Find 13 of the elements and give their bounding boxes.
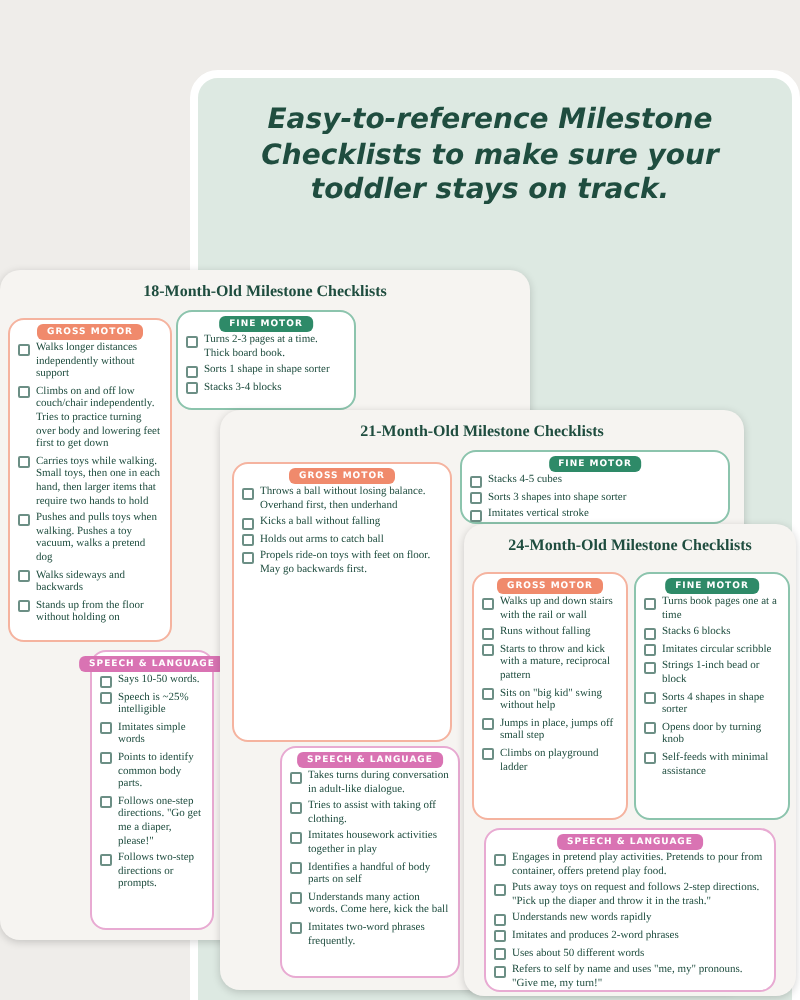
checklist-sheet — [464, 524, 796, 996]
checklist-panel — [280, 746, 460, 978]
sheet-title: 24-Month-Old Milestone Checklists — [506, 536, 754, 554]
heading: Easy-to-reference Milestone Checklists to make sure your toddler stays on track. — [259, 104, 722, 209]
checklist-panel — [472, 572, 628, 820]
checklist-panel — [176, 310, 356, 410]
checklist-panel — [8, 318, 172, 642]
sheet-title: 18-Month-Old Milestone Checklists — [141, 282, 389, 300]
checklist-panel — [232, 462, 452, 742]
checklist-panel — [460, 450, 730, 524]
sheet-title: 21-Month-Old Milestone Checklists — [358, 422, 606, 440]
checklist-panel — [634, 572, 790, 820]
checklist-panel — [484, 828, 776, 992]
